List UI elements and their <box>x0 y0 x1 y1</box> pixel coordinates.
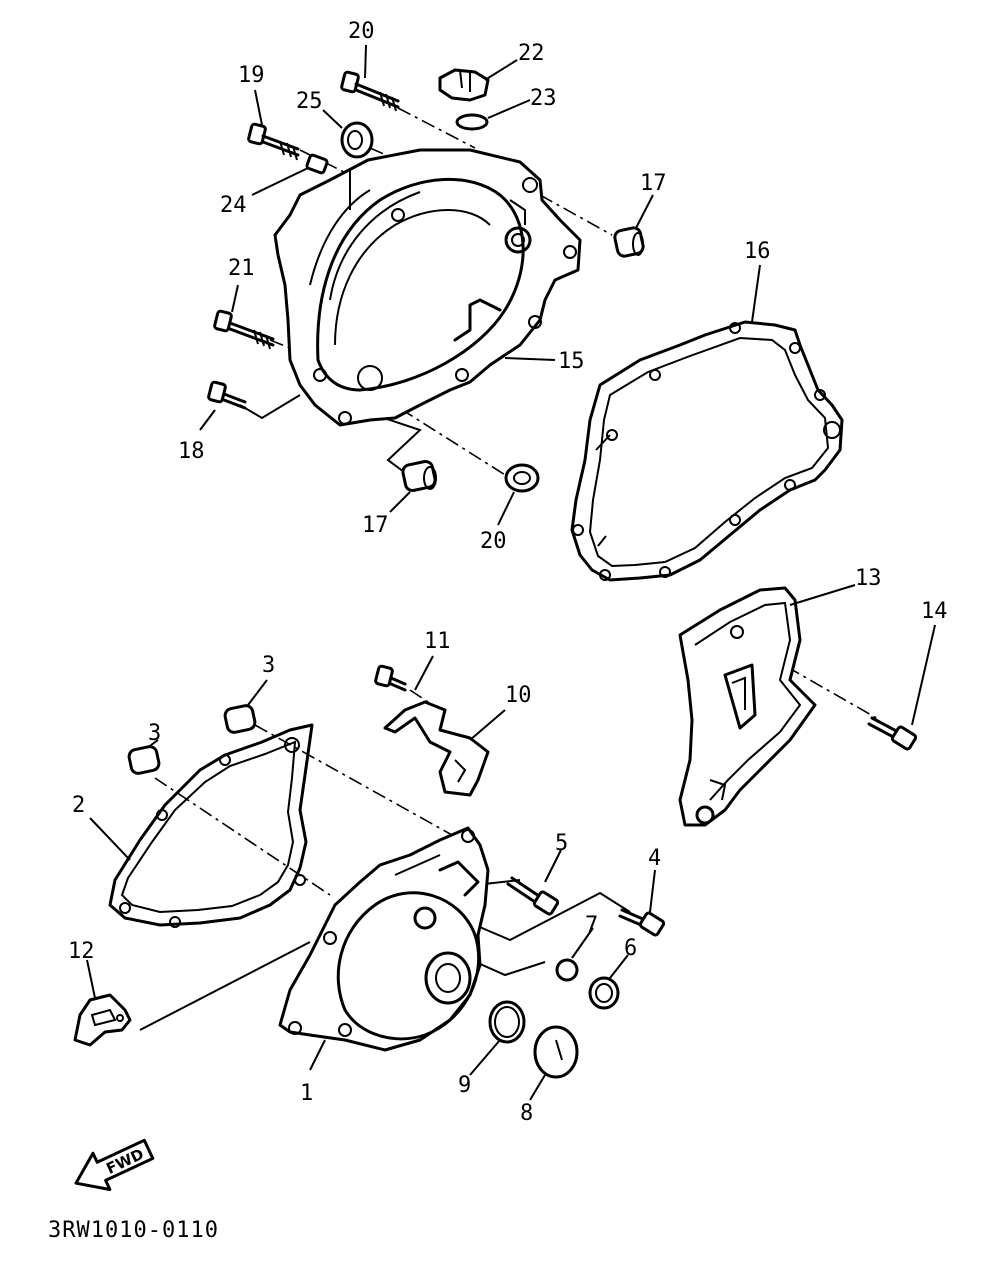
label-7: 7 <box>585 913 598 938</box>
label-14: 14 <box>921 599 948 624</box>
label-10: 10 <box>505 683 532 708</box>
label-13: 13 <box>855 566 882 591</box>
fwd-arrow-icon: FWD <box>74 1138 155 1191</box>
label-3-upper: 3 <box>262 653 275 678</box>
label-17-top: 17 <box>640 171 667 196</box>
diagram-code: 3RW1010-0110 <box>48 1218 219 1243</box>
label-8: 8 <box>520 1101 533 1126</box>
number-leaders <box>86 44 936 1101</box>
label-15: 15 <box>558 349 585 374</box>
label-4: 4 <box>648 846 661 871</box>
label-24: 24 <box>220 193 247 218</box>
label-12: 12 <box>68 939 95 964</box>
label-20-left: 21 <box>228 256 255 281</box>
bracket <box>383 700 490 797</box>
crankcase-cover-right <box>273 148 582 427</box>
label-6: 6 <box>624 936 637 961</box>
label-19: 19 <box>238 63 265 88</box>
label-2: 2 <box>72 793 85 818</box>
label-16: 16 <box>744 239 771 264</box>
label-25: 25 <box>296 89 323 114</box>
label-22: 23 <box>530 86 557 111</box>
label-18: 18 <box>178 439 205 464</box>
label-20-top: 20 <box>348 19 375 44</box>
label-23: 20 <box>480 529 507 554</box>
label-1: 1 <box>300 1081 313 1106</box>
part-number-labels: 20 22 23 19 25 24 17 21 15 16 18 17 20 1… <box>68 19 948 1126</box>
label-11: 11 <box>424 629 451 654</box>
label-9: 9 <box>458 1073 471 1098</box>
crankcase-cover-left <box>278 826 490 1052</box>
gasket-left <box>108 723 314 928</box>
cable-clamp <box>73 993 132 1047</box>
label-17-lower: 17 <box>362 513 389 538</box>
bolts <box>207 70 918 937</box>
label-21: 22 <box>518 41 545 66</box>
sprocket-cover <box>678 586 817 827</box>
label-3-lower: 3 <box>148 721 161 746</box>
label-5: 5 <box>555 831 568 856</box>
small-parts <box>127 68 645 1079</box>
gasket-right <box>570 320 844 582</box>
